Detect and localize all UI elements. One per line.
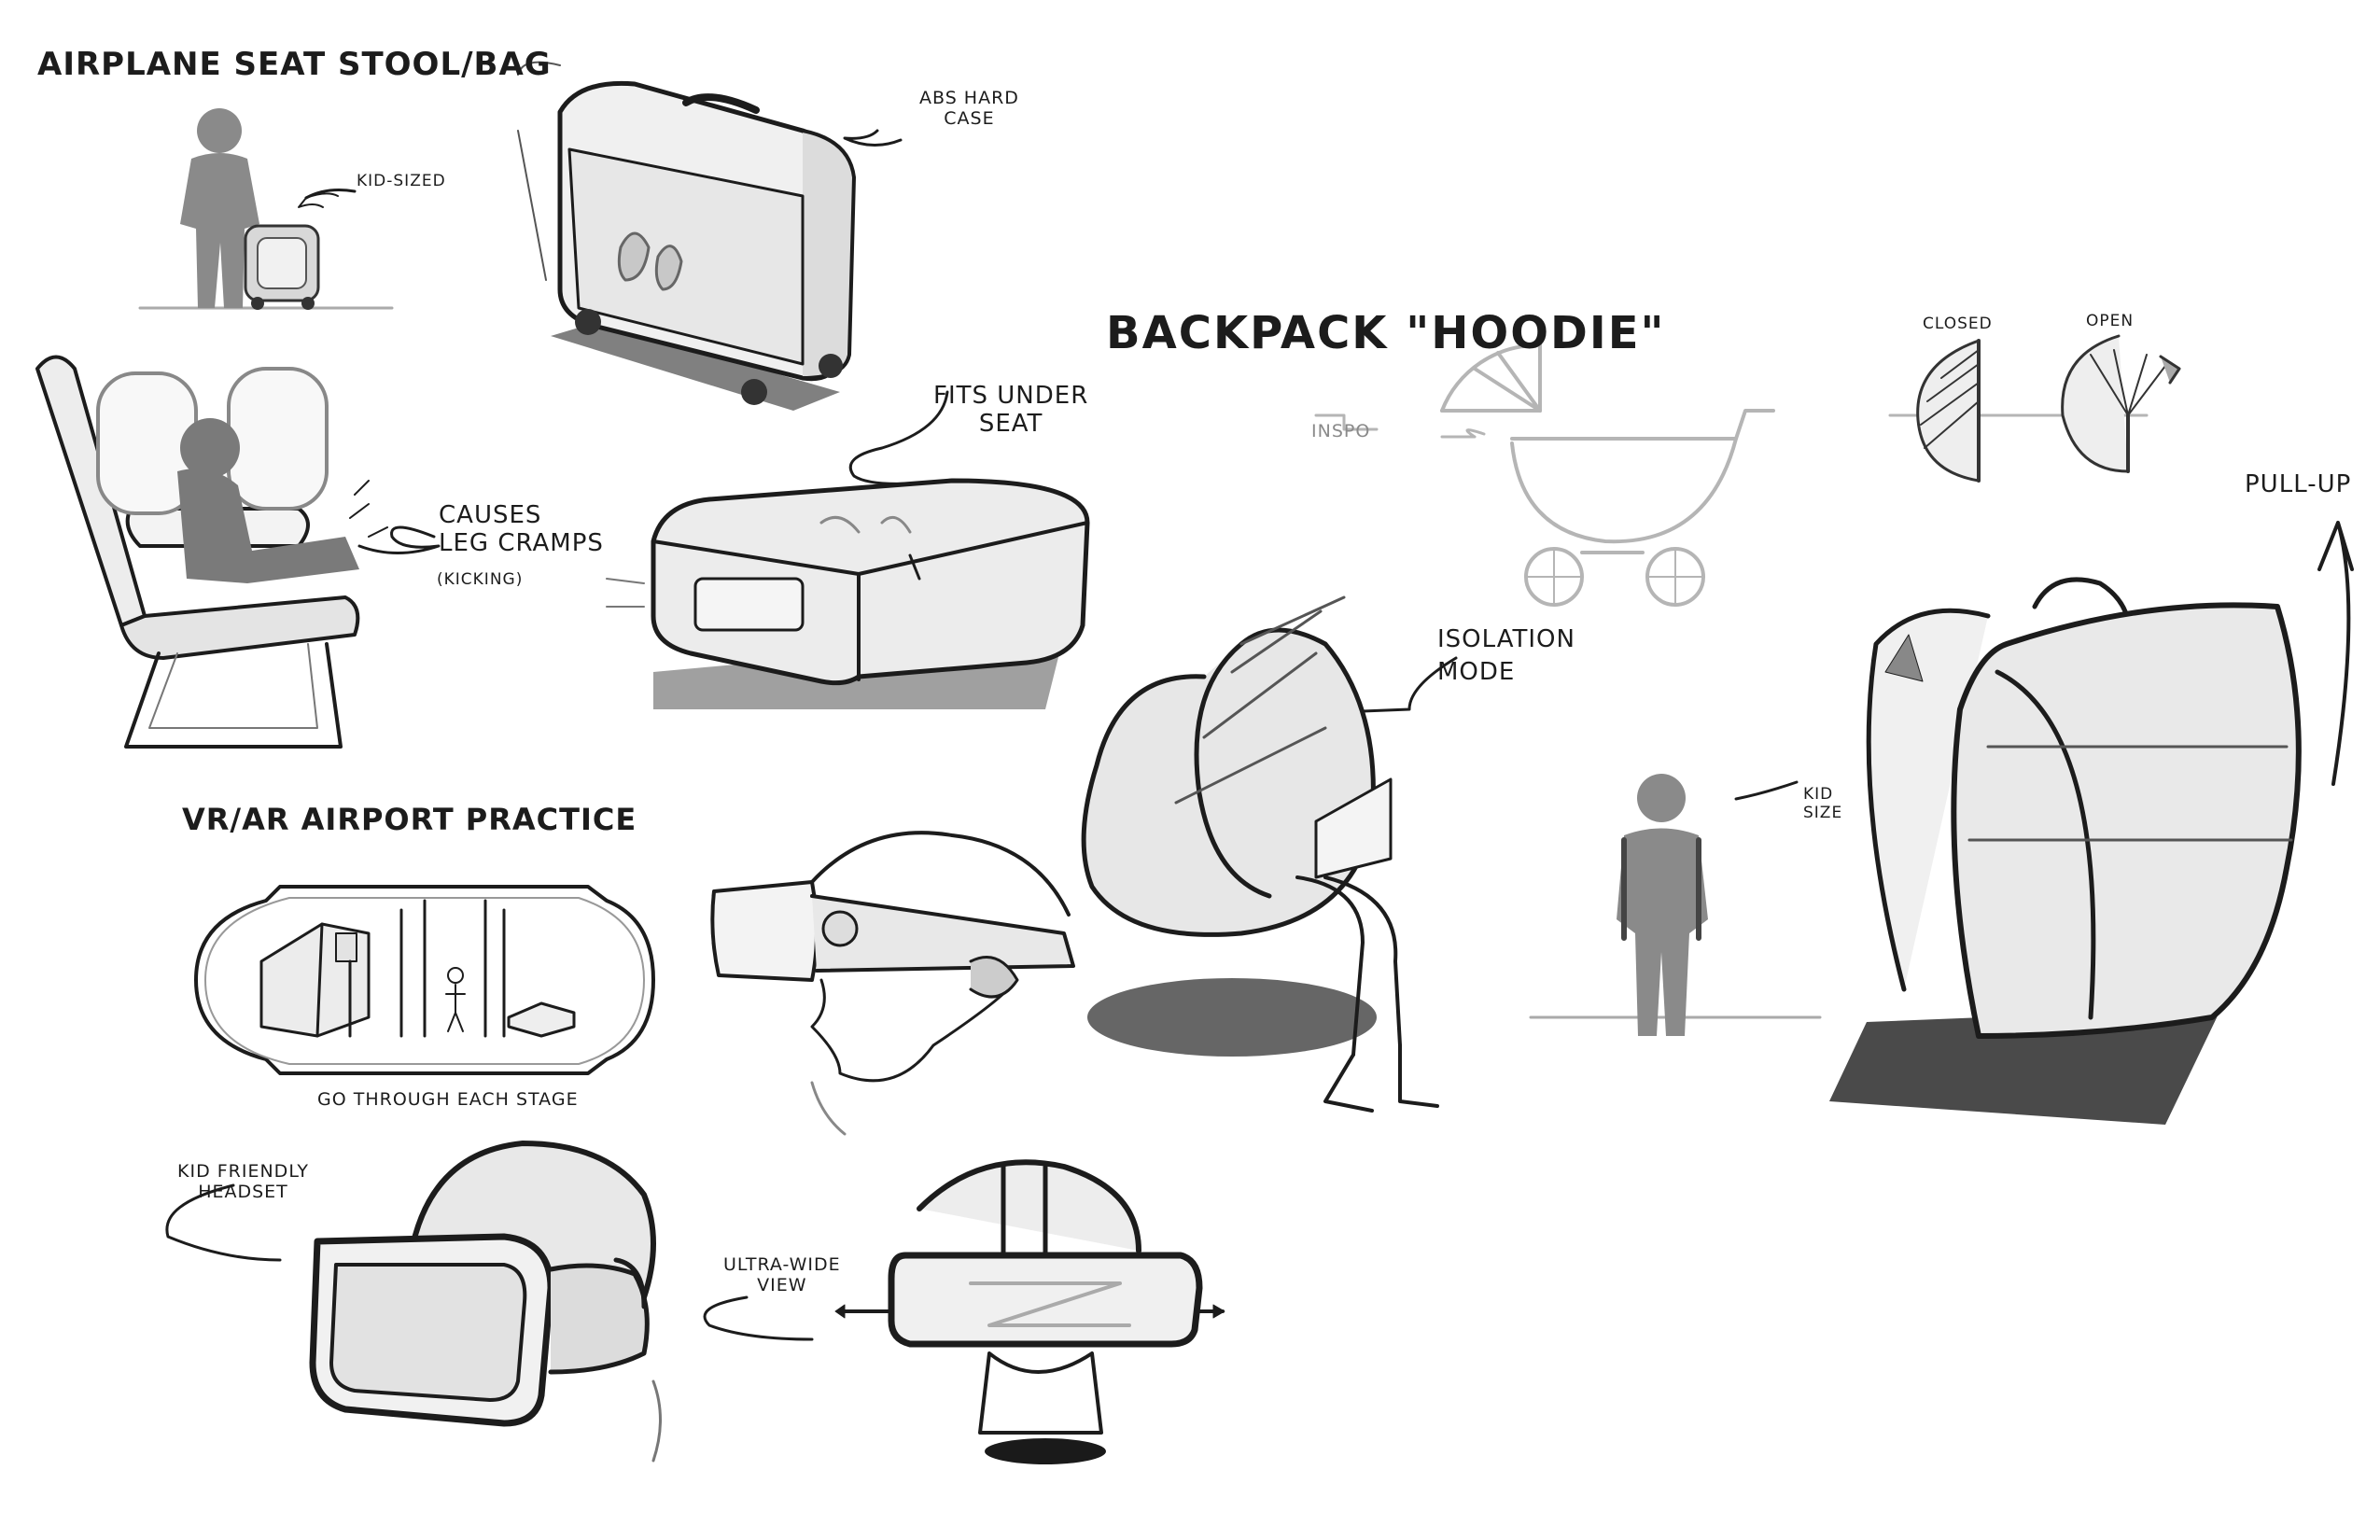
- kid-friendly-headset-label: Kid friendly headset: [177, 1161, 309, 1202]
- pull-up-label: Pull-up: [2245, 470, 2352, 498]
- kid-with-backpack-silhouette: [1529, 774, 1822, 1036]
- isolation-mode-chair-drawing: [1081, 595, 1439, 1113]
- ultra-wide-view-label: Ultra-wide view: [723, 1254, 841, 1295]
- kid-sized-label: Kid-sized: [357, 172, 446, 190]
- airplane-seat-title: Airplane seat stool/bag: [37, 46, 552, 83]
- backpack-hoodie-title: Backpack "hoodie": [1106, 307, 1666, 359]
- closed-label: Closed: [1923, 315, 1993, 333]
- abs-hard-case-label: ABS hard case: [919, 88, 1019, 129]
- kicking-label: (kicking): [437, 570, 524, 589]
- pointer-arrows-backpack: [1361, 428, 1799, 801]
- kid-size-label: Kid size: [1803, 785, 1843, 822]
- pointer-arrows-vr: [165, 1183, 814, 1341]
- kid-silhouette-with-stool: [138, 108, 394, 310]
- large-backpack-drawing: [1829, 521, 2354, 1125]
- stroller-inspo-drawing: [1314, 343, 2149, 607]
- airplane-seat-drawing: [35, 355, 388, 749]
- pointer-arrows-airplane: [304, 129, 949, 554]
- leg-cramps-label: Causes leg cramps: [439, 501, 604, 557]
- stage-caption: Go through each stage: [317, 1089, 579, 1110]
- abs-hard-case-drawing: [517, 61, 856, 411]
- inspo-label: Inspo: [1311, 421, 1371, 441]
- airport-scene-capsule: [194, 885, 655, 1075]
- isolation-mode-label: Isolation mode: [1437, 625, 1575, 687]
- ultra-wide-headset-drawing: [834, 1159, 1225, 1464]
- vr-headset-side-profile: [710, 831, 1075, 1136]
- kid-friendly-headset-drawing: [309, 1141, 662, 1463]
- fits-under-seat-case-drawing: [606, 478, 1090, 709]
- open-label: Open: [2086, 312, 2135, 330]
- hood-closed-open-drawings: [1916, 334, 2181, 483]
- vr-ar-title: VR/AR airport practice: [182, 802, 637, 837]
- fits-under-seat-label: Fits under seat: [933, 382, 1089, 438]
